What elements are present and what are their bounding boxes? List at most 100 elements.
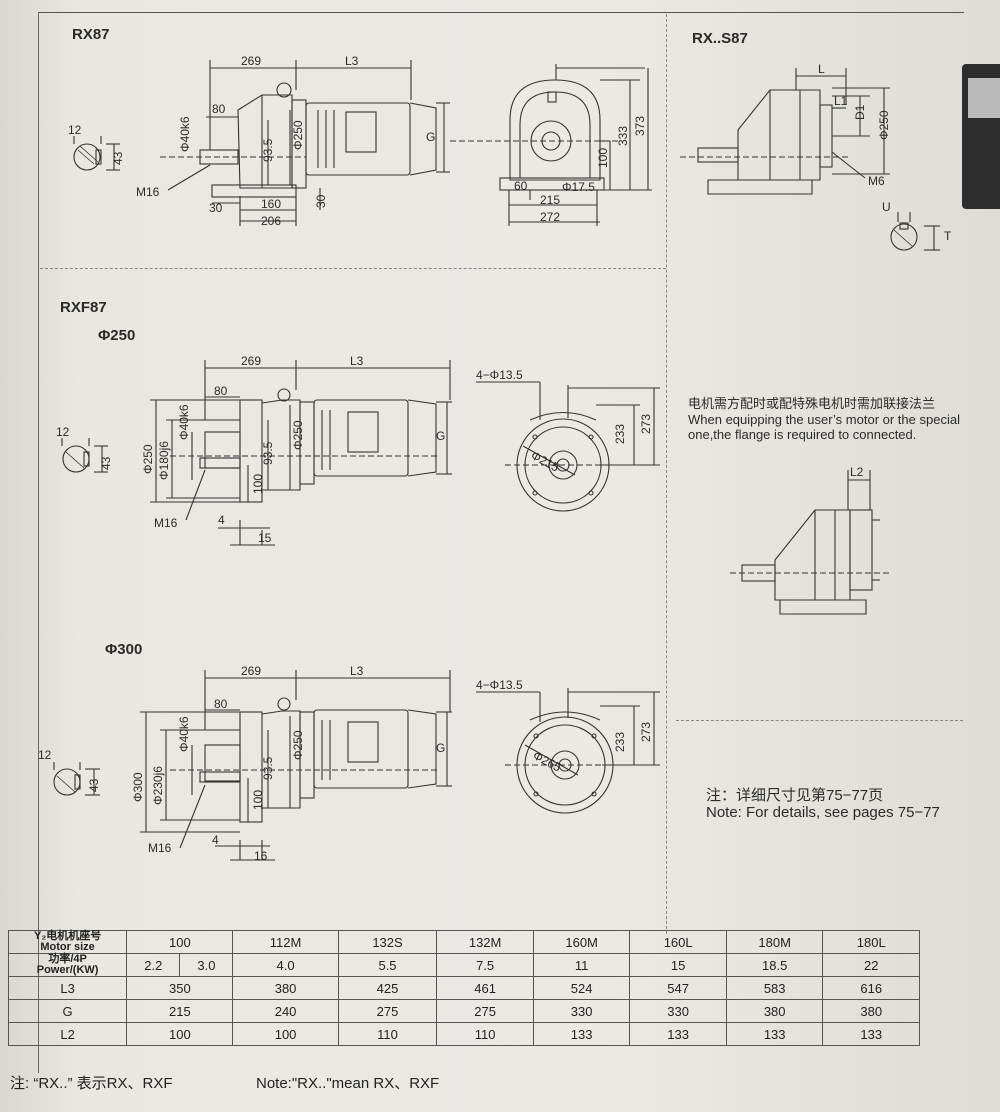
dim: Φ40k6 — [177, 716, 191, 752]
table-cell: 100 — [126, 1022, 234, 1046]
dim: Φ250 — [291, 120, 305, 150]
rxf-phi250-shaft — [61, 438, 108, 473]
dim: Φ300 — [131, 772, 145, 802]
table-cell: 132S — [337, 930, 438, 954]
table-cell: 100 — [126, 930, 234, 954]
dim: 60 — [514, 179, 528, 193]
dim: 93.5 — [261, 441, 275, 465]
table-cell: 160M — [532, 930, 631, 954]
title-phi250: Φ250 — [98, 327, 136, 344]
title-rx87: RX87 — [72, 26, 110, 43]
dim: 43 — [99, 456, 113, 470]
table-cell: 112M — [232, 930, 339, 954]
dim: 100 — [251, 790, 265, 810]
dim: 43 — [111, 151, 125, 165]
dim: L3 — [345, 54, 359, 68]
note-divider — [676, 720, 963, 721]
dim: 16 — [254, 849, 268, 863]
dim: 93.5 — [261, 138, 275, 162]
dim: 333 — [616, 126, 630, 146]
table-cell: 110 — [337, 1022, 438, 1046]
table-cell: 133 — [822, 1022, 920, 1046]
table-cell: 330 — [629, 999, 727, 1023]
dim: 80 — [212, 102, 226, 116]
details-note-en: Note: For details, see pages 75−77 — [706, 804, 940, 821]
dim: 233 — [613, 732, 627, 752]
dim: M6 — [868, 174, 885, 188]
dim: Φ40k6 — [178, 116, 192, 152]
dim: 272 — [540, 210, 560, 224]
table-cell: 425 — [337, 976, 438, 1000]
dim: 273 — [639, 722, 653, 742]
dim: 43 — [87, 778, 101, 792]
rxf-phi300-side — [140, 670, 452, 861]
dim: 30 — [209, 201, 223, 215]
dim: G — [426, 130, 435, 144]
table-cell: 350 — [126, 976, 234, 1000]
table-cell: 380 — [725, 999, 824, 1023]
flange-note-en1: When equipping the user’s motor or the s… — [688, 412, 960, 427]
flange-adapter-view — [730, 470, 890, 615]
details-note-cn: 注：详细尺寸见第75−77页 — [706, 787, 884, 804]
rxf-phi250-side — [150, 360, 452, 546]
dim: 269 — [241, 354, 261, 368]
dim: G — [436, 429, 445, 443]
table-cell: 330 — [532, 999, 631, 1023]
dim: Φ250 — [291, 730, 305, 760]
table-cell: 180L — [822, 930, 920, 954]
section-divider — [40, 268, 666, 269]
rx87-front-view — [450, 64, 652, 226]
dim: M16 — [136, 185, 160, 199]
table-cell: 461 — [436, 976, 534, 1000]
dim: Φ250 — [291, 420, 305, 450]
table-cell: 100 — [232, 1022, 339, 1046]
dim: 273 — [639, 414, 653, 434]
table-row: L3 350 380 425 461 524 547 583 616 — [7, 976, 920, 1000]
table-row: G 215 240 275 275 330 330 380 380 — [7, 999, 920, 1023]
row-label: L2 — [7, 1022, 128, 1046]
table-cell: 215 — [126, 999, 234, 1023]
dim: L1 — [834, 94, 848, 108]
dim: L3 — [350, 664, 364, 678]
dim: 160 — [261, 197, 281, 211]
page-frame — [38, 12, 964, 1073]
dim: M16 — [148, 841, 172, 855]
rx87-side-view — [160, 60, 450, 226]
footer-note-cn: 注: “RX..” 表示RX、RXF — [10, 1075, 173, 1092]
dim: 215 — [540, 193, 560, 207]
table-row: L2 100 100 110 110 133 133 133 133 — [7, 1022, 920, 1046]
dim: 30 — [314, 194, 328, 208]
table-cell: 160L — [629, 930, 727, 954]
table-cell: 18.5 — [725, 953, 824, 977]
rxf-phi250-front — [476, 381, 660, 512]
rxf-phi300-shaft — [53, 762, 100, 796]
dim: T — [944, 229, 952, 243]
table-cell: 547 — [629, 976, 727, 1000]
table-cell: 583 — [725, 976, 824, 1000]
row-label: G — [7, 999, 128, 1023]
dim: 100 — [596, 148, 610, 168]
dim: 12 — [68, 123, 82, 137]
title-rxs87: RX..S87 — [692, 30, 748, 47]
rxf-phi300-front — [476, 688, 660, 814]
technical-drawings: 269 L3 80 Φ40k6 93.5 Φ250 G 12 43 M16 30… — [38, 54, 952, 863]
table-cell: 7.5 — [436, 953, 534, 977]
dim: Φ17.5 — [562, 180, 595, 194]
dim: U — [882, 200, 891, 214]
dim: 93.5 — [261, 756, 275, 780]
table-cell: 15 — [629, 953, 727, 977]
dim: 4 — [218, 513, 225, 527]
dim: 15 — [258, 531, 272, 545]
dim: L — [818, 62, 825, 76]
table-cell: 616 — [822, 976, 920, 1000]
dim: 80 — [214, 697, 228, 711]
table-cell: 180M — [725, 930, 824, 954]
dim: 206 — [261, 214, 281, 228]
footer-note-en: Note:"RX.."mean RX、RXF — [256, 1075, 440, 1092]
table-cell: 133 — [532, 1022, 631, 1046]
